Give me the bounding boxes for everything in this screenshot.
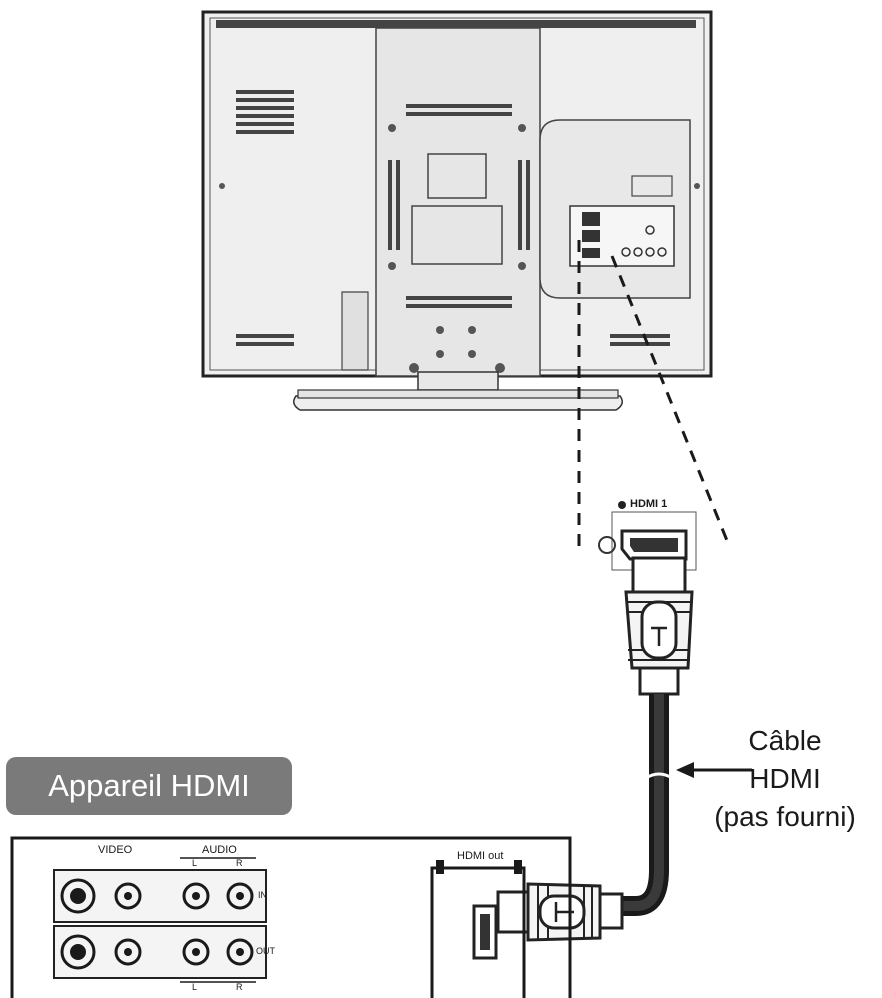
audio-right-label-bottom: R bbox=[236, 982, 243, 992]
cable-label-line-3: (pas fourni) bbox=[714, 801, 856, 832]
device-port-label: HDMI out bbox=[456, 850, 505, 862]
tv-stand bbox=[293, 371, 623, 411]
device-label: Appareil HDMI bbox=[6, 757, 292, 815]
video-label: VIDEO bbox=[98, 844, 133, 856]
audio-label: AUDIO bbox=[202, 844, 237, 856]
cable-label: Câble HDMI (pas fourni) bbox=[690, 722, 880, 836]
hdmi-plug-device bbox=[496, 882, 624, 942]
tv-back-panel bbox=[201, 10, 713, 378]
hdmi-cable bbox=[620, 694, 673, 916]
hdmi-plug-tv bbox=[624, 556, 694, 696]
hdmi-device-box bbox=[10, 836, 572, 998]
callout-dashed-lines bbox=[577, 240, 732, 550]
cable-label-line-2: HDMI bbox=[749, 763, 821, 794]
in-label: IN bbox=[258, 890, 267, 900]
cable-arrow bbox=[676, 762, 752, 778]
audio-right-label-top: R bbox=[236, 858, 243, 868]
cable-label-line-1: Câble bbox=[748, 725, 822, 756]
out-label: OUT bbox=[256, 946, 275, 956]
audio-left-label-top: L bbox=[192, 858, 198, 868]
tv-port-label: HDMI 1 bbox=[630, 498, 668, 510]
audio-left-label-bottom: L bbox=[192, 982, 198, 992]
